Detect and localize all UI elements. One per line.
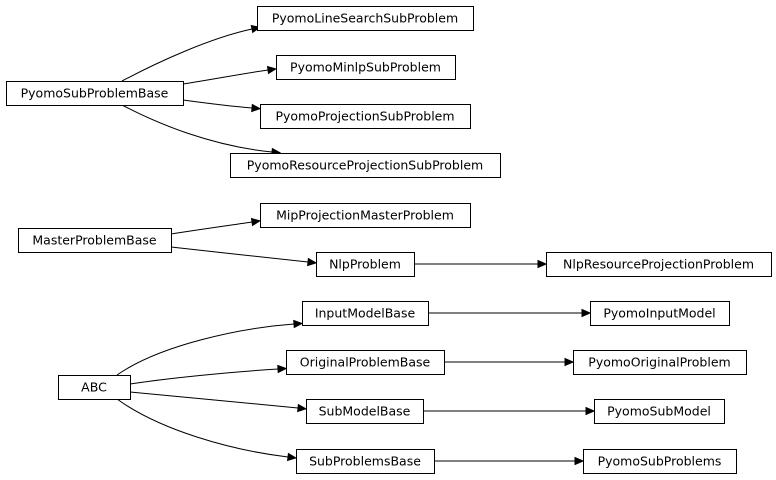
node-label: OriginalProblemBase [300,355,431,370]
arrowhead-icon [250,217,262,227]
edge-pyomo-sub-problem-base-to-pyomo-projection-sub-problem [182,99,262,113]
node-box [276,55,456,80]
node-box [286,350,445,375]
arrowhead-icon [574,456,585,466]
edge-abc-to-sub-problems-base [116,398,298,462]
node-pyomo-original-problem[interactable]: PyomoOriginalProblem [573,350,747,375]
node-pyomo-sub-problem-base[interactable]: PyomoSubProblemBase [6,81,184,106]
edge-line [121,104,273,153]
edge-line [116,398,289,458]
edge-line [121,28,253,82]
node-label: PyomoInputModel [603,306,715,321]
edge-pyomo-sub-problem-base-to-pyomo-resource-projection-sub-problem [121,104,282,157]
node-box [302,301,429,326]
node-nlp-problem[interactable]: NlpProblem [316,252,415,277]
edge-line [182,99,253,109]
edge-sub-model-base-to-pyomo-sub-model [422,406,596,416]
node-label: SubModelBase [319,404,411,419]
node-box [18,228,172,253]
node-pyomo-sub-problems[interactable]: PyomoSubProblems [583,449,737,474]
node-box [306,399,424,424]
edge-abc-to-input-model-base [116,319,304,376]
node-label: PyomoOriginalProblem [588,355,730,370]
node-pyomo-sub-model[interactable]: PyomoSubModel [594,399,725,424]
edge-line [116,323,295,376]
node-pyomo-projection-sub-problem[interactable]: PyomoProjectionSubProblem [260,104,471,129]
node-label: PyomoLineSearchSubProblem [272,11,458,26]
edge-abc-to-original-problem-base [129,364,288,385]
node-sub-model-base[interactable]: SubModelBase [306,399,424,424]
node-pyomo-line-search-sub-problem[interactable]: PyomoLineSearchSubProblem [257,6,474,31]
node-box [6,81,184,106]
arrowhead-icon [297,403,308,413]
nodes-layer: PyomoSubProblemBase PyomoLineSearchSubPro… [6,6,772,474]
arrowhead-icon [277,364,288,374]
node-box [594,399,725,424]
node-label: ABC [81,380,107,395]
node-box [260,104,471,129]
arrowhead-icon [266,65,278,75]
node-label: PyomoSubProblems [598,454,722,469]
node-label: MasterProblemBase [32,233,157,248]
edge-abc-to-sub-model-base [129,391,308,413]
edge-master-problem-base-to-mip-projection-master-problem [170,217,262,235]
arrowhead-icon [564,357,575,367]
edge-pyomo-sub-problem-base-to-pyomo-line-search-sub-problem [121,24,262,82]
arrowhead-icon [307,257,318,267]
edge-pyomo-sub-problem-base-to-pyomo-minlp-sub-problem [182,65,278,85]
node-pyomo-minlp-sub-problem[interactable]: PyomoMinlpSubProblem [276,55,456,80]
node-box [58,375,131,400]
node-box [296,449,435,474]
edge-line [182,69,269,85]
node-box [546,252,772,277]
node-box [573,350,747,375]
node-box [230,153,501,178]
node-label: PyomoSubModel [607,404,711,419]
node-sub-problems-base[interactable]: SubProblemsBase [296,449,435,474]
edge-line [129,391,299,409]
node-label: PyomoResourceProjectionSubProblem [247,158,483,173]
arrowhead-icon [581,308,592,318]
node-abc[interactable]: ABC [58,375,131,400]
arrowhead-icon [286,452,298,462]
node-label: InputModelBase [315,306,416,321]
edges-layer [116,24,596,466]
node-master-problem-base[interactable]: MasterProblemBase [18,228,172,253]
node-box [583,449,737,474]
node-label: PyomoMinlpSubProblem [290,60,441,75]
arrowhead-icon [585,406,596,416]
node-mip-projection-master-problem[interactable]: MipProjectionMasterProblem [260,203,471,228]
arrowhead-icon [537,259,548,269]
node-box [257,6,474,31]
arrowhead-icon [251,103,262,113]
arrowhead-icon [293,319,304,329]
node-label: PyomoSubProblemBase [21,86,169,101]
edge-original-problem-base-to-pyomo-original-problem [443,357,575,367]
node-label: NlpProblem [329,257,401,272]
node-label: PyomoProjectionSubProblem [275,109,454,124]
node-label: NlpResourceProjectionProblem [563,257,754,272]
edge-sub-problems-base-to-pyomo-sub-problems [434,456,585,466]
node-label: SubProblemsBase [309,454,421,469]
node-box [260,203,471,228]
edge-input-model-base-to-pyomo-input-model [428,308,592,318]
node-nlp-resource-projection-problem[interactable]: NlpResourceProjectionProblem [546,252,772,277]
edge-line [170,221,253,235]
edge-line [129,368,279,385]
edge-line [170,246,309,263]
node-label: MipProjectionMasterProblem [276,208,454,223]
edge-nlp-problem-to-nlp-resource-projection-problem [414,259,548,269]
node-pyomo-resource-projection-sub-problem[interactable]: PyomoResourceProjectionSubProblem [230,153,501,178]
node-input-model-base[interactable]: InputModelBase [302,301,429,326]
node-box [316,252,415,277]
node-pyomo-input-model[interactable]: PyomoInputModel [590,301,730,326]
node-original-problem-base[interactable]: OriginalProblemBase [286,350,445,375]
node-box [590,301,730,326]
edge-master-problem-base-to-nlp-problem [170,246,318,267]
